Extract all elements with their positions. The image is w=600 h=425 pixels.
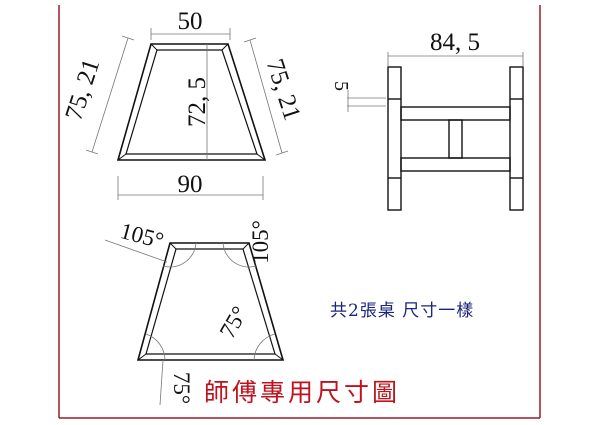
dim-line-overall-width [387,52,524,66]
angle-top-right: 105° [248,220,273,264]
dim-height: 72, 5 [184,77,211,127]
dim-line-bottom-width [117,176,264,200]
dim-line-offset [347,90,386,112]
angle-bottom-right: 75° [215,302,253,342]
side-view-frame [387,66,524,211]
dim-line-left-side [85,35,135,155]
dim-bottom-width: 90 [178,171,203,198]
top-view-trapezoid [116,43,267,161]
drawing-title: 師傅專用尺寸圖 [204,378,401,407]
drawing-frame [58,5,541,419]
angle-top-left: 105° [118,218,167,253]
angle-view-trapezoid [136,242,285,361]
dim-right-side: 75, 21 [261,56,306,124]
dim-top-width: 50 [178,8,203,35]
table-count-note: 共2張桌 尺寸一樣 [330,301,475,321]
angle-bottom-left: 75° [169,372,194,404]
dim-overall-width: 84, 5 [430,29,480,56]
angle-arcs [104,239,276,406]
dim-line-right-side [243,37,289,156]
dim-left-side: 75, 21 [60,56,105,124]
dim-offset: 5 [330,81,352,91]
dim-line-top-width [150,28,231,40]
